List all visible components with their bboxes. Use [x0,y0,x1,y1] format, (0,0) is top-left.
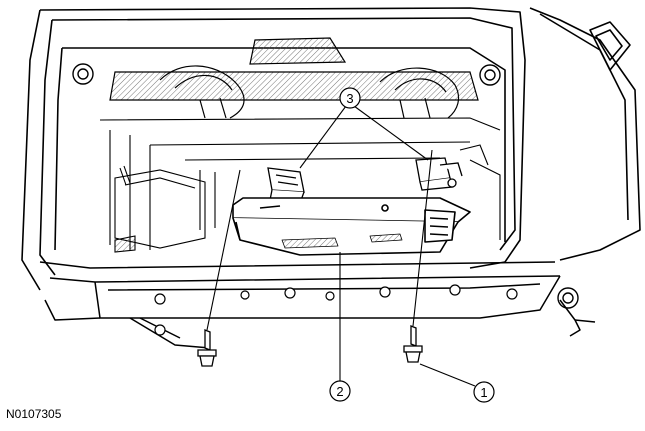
cavity-structure [99,117,501,253]
screw-left [197,329,217,367]
callout-1: 1 [473,381,495,403]
lower-bracket [39,261,596,349]
callout-2-label: 2 [336,384,343,399]
callout-3: 3 [339,87,361,109]
upper-duct-opening [109,37,479,119]
figure-reference-id: N0107305 [6,407,62,421]
screw-right [403,325,423,363]
mounting-bosses [72,63,579,309]
callout-2: 2 [329,380,351,402]
leader-lines [206,105,476,387]
electrical-connector-left [267,167,305,204]
callout-3-label: 3 [346,91,353,106]
callout-1-label: 1 [480,385,487,400]
module [232,197,471,256]
electrical-connector-right [415,157,463,191]
bracket-holes [154,284,518,336]
